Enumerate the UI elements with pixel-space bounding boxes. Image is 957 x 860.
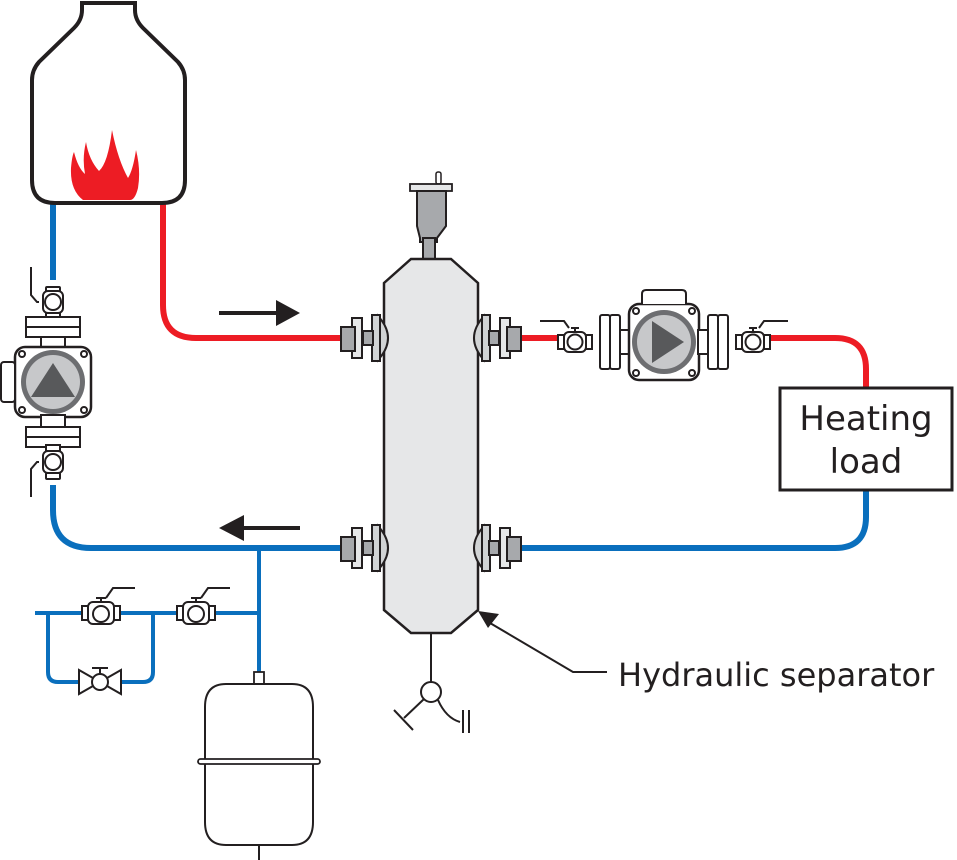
- bolt-icon: [688, 369, 696, 377]
- valve-handle-icon: [540, 320, 579, 332]
- load-return-pipe: [520, 490, 869, 551]
- bolt-icon: [80, 406, 88, 414]
- heating-load: Heating load: [778, 386, 954, 492]
- separator-port-supply-out: [473, 313, 522, 363]
- expansion-tank: [197, 671, 321, 860]
- fill-ball-valve-2[interactable]: [176, 587, 230, 625]
- return-pipes: [35, 203, 869, 684]
- pump-arrow-right-icon: [652, 321, 684, 363]
- return-flow-arrow: [219, 515, 300, 541]
- boiler: [30, 1, 187, 205]
- tank-seam: [197, 758, 321, 765]
- boiler-pump-terminal-box: [0, 361, 16, 403]
- heating-load-label-line1: Heating: [799, 399, 932, 439]
- load-supply-pipe: [768, 335, 869, 388]
- valve-handle-icon: [191, 587, 230, 602]
- flame-icon: [70, 130, 140, 200]
- boiler-body: [30, 1, 187, 205]
- bypass-globe-valve[interactable]: [78, 667, 122, 696]
- heating-load-box: [778, 386, 954, 492]
- valve-handle-icon: [30, 267, 39, 303]
- separator-port-return-in: [473, 523, 522, 573]
- boiler-pump-assembly: [0, 267, 93, 497]
- separator-body: [382, 257, 480, 635]
- boiler-upper-ball-valve[interactable]: [30, 267, 64, 320]
- lower-flange: [25, 426, 81, 438]
- supply-pipes: [160, 203, 869, 388]
- drain-valve[interactable]: [393, 633, 470, 733]
- valve-handle-icon: [749, 320, 788, 332]
- upper-flange: [25, 316, 81, 328]
- separator-callout: Hydraulic separator: [478, 611, 935, 694]
- load-outlet-ball-valve[interactable]: [735, 320, 788, 353]
- bolt-icon: [688, 307, 696, 315]
- bolt-icon: [18, 350, 26, 358]
- supply-flow-arrow: [219, 300, 300, 326]
- valve-handle-icon: [30, 461, 39, 497]
- valve-handle-icon: [96, 587, 135, 602]
- callout-label: Hydraulic separator: [618, 656, 935, 694]
- bolt-icon: [632, 307, 640, 315]
- separator-port-supply-in: [340, 313, 389, 363]
- load-pump-assembly: [540, 289, 788, 382]
- separator-port-return-out: [340, 523, 389, 573]
- bolt-icon: [632, 369, 640, 377]
- heating-load-label-line2: load: [830, 442, 903, 482]
- fill-ball-valve-1[interactable]: [81, 587, 135, 625]
- valve-handle-icon: [92, 667, 108, 674]
- boiler-return-pipe-bottom: [50, 485, 345, 551]
- load-inlet-ball-valve[interactable]: [540, 320, 593, 353]
- pump-arrow-up-icon: [31, 363, 75, 397]
- bolt-icon: [18, 406, 26, 414]
- boiler-lower-ball-valve[interactable]: [30, 444, 64, 497]
- air-vent[interactable]: [409, 171, 453, 261]
- boiler-supply-pipe: [160, 203, 345, 341]
- load-pump-terminal-box: [641, 289, 687, 304]
- bolt-icon: [80, 350, 88, 358]
- hydraulic-separator: [340, 171, 522, 733]
